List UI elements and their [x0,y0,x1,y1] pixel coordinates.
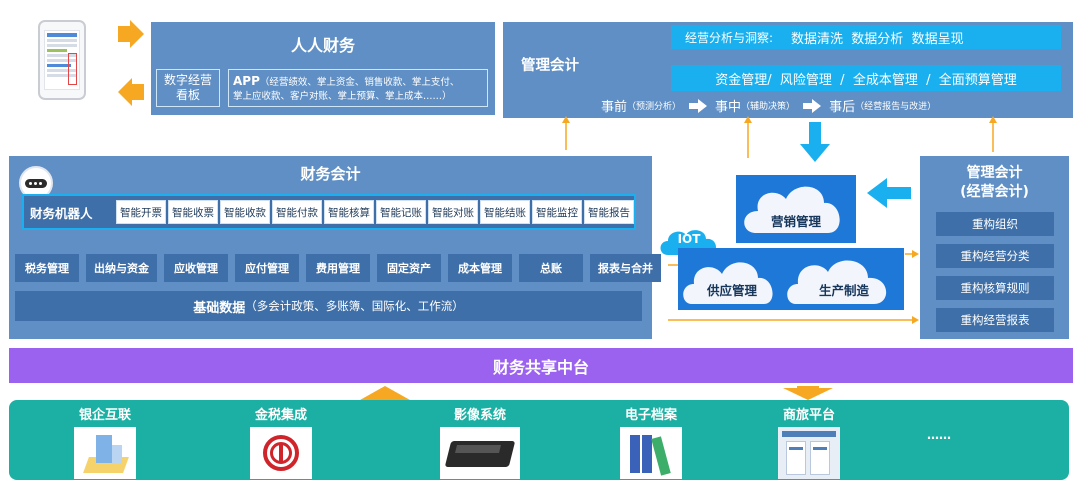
phase-during: 事中 [715,100,742,115]
right-mgmt-title-1: 管理会计 [966,165,1023,181]
integration-name: 电子档案 [624,408,677,423]
module-item[interactable]: 应收管理 [164,254,228,282]
archive-folders-icon [620,427,682,479]
module-item[interactable]: 报表与合并 [590,254,661,282]
iot-label: IOT [677,232,701,246]
mgmt-panel: 管理会计 经营分析与洞察: 数据清洗 数据分析 数据呈现 资金管理/ 风险管理 … [503,22,1073,118]
integration-name: 影像系统 [453,408,506,423]
module-item[interactable]: 费用管理 [306,254,370,282]
app-box[interactable]: APP（经营绩效、掌上资金、销售收款、掌上支付、 掌上应收款、客户对账、掌上预算… [228,69,488,107]
robot-row: 财务机器人 智能开票 智能收票 智能收款 智能付款 智能核算 智能记账 智能对账… [22,194,636,230]
arrow-up-icon [360,386,410,400]
integration-bar: 银企互联 金税集成 影像系统 电子档案 商旅平台 [9,400,1069,480]
mgmt-items-bar: 资金管理/ 风险管理 / 全成本管理 / 全面预算管理 [671,65,1061,91]
right-mgmt-panel: 管理会计 (经营会计) 重构组织 重构经营分类 重构核算规则 重构经营报表 [920,156,1069,339]
marketing-label: 营销管理 [770,214,821,229]
robot-item[interactable]: 智能报告 [584,200,634,224]
phone-image [38,20,86,100]
phase-after-note: （经营报告与改进） [855,102,937,112]
arrow-right-icon [118,20,144,48]
integration-item[interactable]: 影像系统 [435,404,525,479]
robot-item[interactable]: 智能结账 [480,200,530,224]
app-desc-1: （经营绩效、掌上资金、销售收款、掌上支付、 [259,77,460,88]
module-item[interactable]: 成本管理 [448,254,512,282]
arrow-right-icon [803,98,822,113]
base-data-bar: 基础数据 （多会计政策、多账簿、国际化、工作流） [15,291,642,321]
module-item[interactable]: 出纳与资金 [86,254,157,282]
integration-item[interactable]: 金税集成 [241,404,321,479]
renren-title: 人人财务 [290,36,355,55]
arrow-left-icon [867,178,911,208]
robot-item[interactable]: 智能开票 [116,200,166,224]
robot-item[interactable]: 智能核算 [324,200,374,224]
mgmt-items: 资金管理/ 风险管理 / 全成本管理 / 全面预算管理 [715,72,1017,88]
phase-before: 事前 [601,100,628,115]
arrow-down-icon [800,122,830,162]
insight-items: 数据清洗 数据分析 数据呈现 [791,31,964,47]
integration-item[interactable]: 商旅平台 [769,404,849,479]
phase-row: 事前 （预测分析） 事中 （辅助决策） 事后 （经营报告与改进） [601,96,936,115]
module-item[interactable]: 总账 [519,254,583,282]
tax-emblem-icon [250,427,312,479]
robot-item[interactable]: 智能付款 [272,200,322,224]
integration-name: 商旅平台 [782,408,835,423]
right-mgmt-item[interactable]: 重构组织 [936,212,1054,236]
finance-title: 财务会计 [300,165,361,183]
integration-item[interactable]: 电子档案 [611,404,691,479]
scanner-icon [440,427,520,479]
phase-during-note: （辅助决策） [741,102,796,112]
right-mgmt-item[interactable]: 重构经营分类 [936,244,1054,268]
module-item[interactable]: 应付管理 [235,254,299,282]
integration-item[interactable]: 银企互联 [65,404,145,479]
robot-item[interactable]: 智能收款 [220,200,270,224]
module-item[interactable]: 固定资产 [377,254,441,282]
base-data-title: 基础数据 [193,300,246,316]
insight-bar: 经营分析与洞察: 数据清洗 数据分析 数据呈现 [671,25,1061,49]
phase-before-note: （预测分析） [627,102,682,112]
integration-name: 金税集成 [254,408,307,423]
more-ellipsis: …… [927,428,951,442]
supply-production-block [678,248,904,310]
finance-panel: 财务会计 财务机器人 智能开票 智能收票 智能收款 智能付款 智能核算 智能记账… [9,156,661,339]
phase-after: 事后 [829,100,856,115]
mgmt-title: 管理会计 [521,58,579,74]
integration-name: 银企互联 [78,408,131,423]
robot-label: 财务机器人 [30,205,93,221]
robot-item[interactable]: 智能对账 [428,200,478,224]
right-mgmt-item[interactable]: 重构核算规则 [936,276,1054,300]
base-data-desc: （多会计政策、多账簿、国际化、工作流） [245,299,464,313]
robot-item[interactable]: 智能收票 [168,200,218,224]
app-desc-2: 掌上应收款、客户对账、掌上预算、掌上成本……） [233,91,452,102]
arrow-left-icon [118,78,144,106]
module-row: 税务管理 出纳与资金 应收管理 应付管理 费用管理 固定资产 成本管理 总账 报… [15,254,661,282]
digital-board-button[interactable]: 数字经营看板 [156,69,220,107]
right-mgmt-title-2: (经营会计) [960,184,1029,200]
arrow-right-icon [689,98,708,113]
production-label[interactable]: 生产制造 [818,283,869,298]
renren-panel: 人人财务 数字经营看板 APP（经营绩效、掌上资金、销售收款、掌上支付、 掌上应… [151,22,495,115]
insight-label: 经营分析与洞察: [685,30,774,45]
marketing-block[interactable]: 营销管理 [736,175,856,243]
digital-board-label: 数字经营看板 [163,73,212,102]
app-title: APP [233,74,260,88]
shared-platform-bar: 财务共享中台 [9,348,1073,383]
right-mgmt-item[interactable]: 重构经营报表 [936,308,1054,332]
robot-item[interactable]: 智能记账 [376,200,426,224]
module-item[interactable]: 税务管理 [15,254,79,282]
robot-item[interactable]: 智能监控 [532,200,582,224]
supply-label[interactable]: 供应管理 [706,283,757,298]
bank-icon [74,427,136,479]
arrow-down-icon [783,386,833,400]
shared-platform-title: 财务共享中台 [492,357,589,377]
travel-app-icon [778,427,840,479]
